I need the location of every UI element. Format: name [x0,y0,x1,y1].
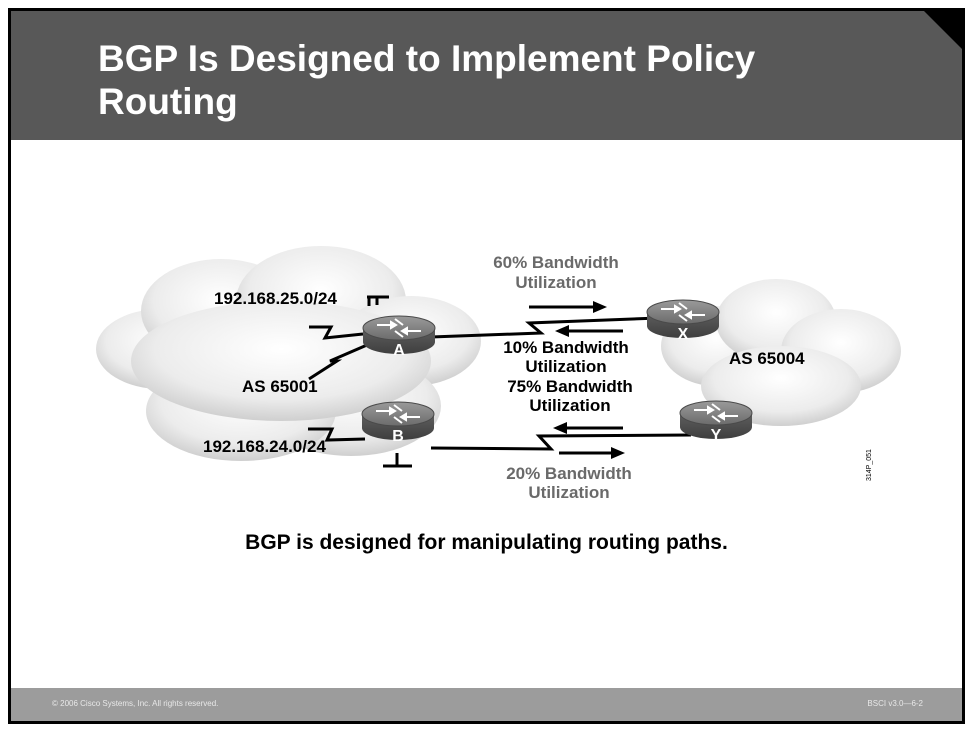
router-y[interactable]: Y [679,400,753,444]
link-b-y-in-line2: Utilization [529,396,610,415]
arrow-b-y-in [553,422,623,434]
serial-link-a-2 [308,343,368,381]
cloud-as-65004 [661,279,901,426]
arrow-a-x-out [529,301,607,313]
serial-link-a-1 [309,325,364,340]
footer-course: BSCI v3.0—6-2 [867,699,923,708]
router-b[interactable]: B [361,401,435,445]
footer-copyright: © 2006 Cisco Systems, Inc. All rights re… [52,699,219,708]
arrow-a-x-in [555,325,623,337]
footer: © 2006 Cisco Systems, Inc. All rights re… [11,688,962,721]
arrow-b-y-out [559,447,625,459]
link-b-y-out-line2: Utilization [528,483,609,502]
link-a-x-in-line1: 10% Bandwidth [503,338,629,357]
router-x[interactable]: X [646,299,720,343]
slide-caption: BGP is designed for manipulating routing… [245,531,728,554]
router-y-label: Y [711,427,722,444]
cloud-as-65001 [96,246,481,461]
left-as-label: AS 65001 [242,377,318,396]
slide: BGP Is Designed to Implement Policy Rout… [8,8,965,724]
slide-title: BGP Is Designed to Implement Policy Rout… [98,38,756,122]
network-24-segment [383,453,412,468]
network-diagram: A B X [96,246,901,502]
title-bar: BGP Is Designed to Implement Policy Rout… [11,11,962,140]
link-a-x [430,316,660,339]
router-b-label: B [392,428,404,445]
network-a-label: 192.168.25.0/24 [214,289,337,308]
link-b-y [430,433,692,451]
serial-link-b [308,427,366,442]
router-x-label: X [678,326,689,343]
link-b-y-out-line1: 20% Bandwidth [506,464,632,483]
corner-fold [924,11,962,49]
link-a-x-out-line2: Utilization [515,273,596,292]
network-b-label: 192.168.24.0/24 [203,437,326,456]
network-25-segment [367,295,389,306]
link-b-y-in-line1: 75% Bandwidth [507,377,633,396]
router-a[interactable]: A [362,315,436,359]
figure-id: 314P_051 [866,449,873,481]
right-as-label: AS 65004 [729,349,805,368]
link-a-x-out-line1: 60% Bandwidth [493,253,619,272]
link-a-x-in-line2: Utilization [525,357,606,376]
router-a-label: A [393,342,405,359]
